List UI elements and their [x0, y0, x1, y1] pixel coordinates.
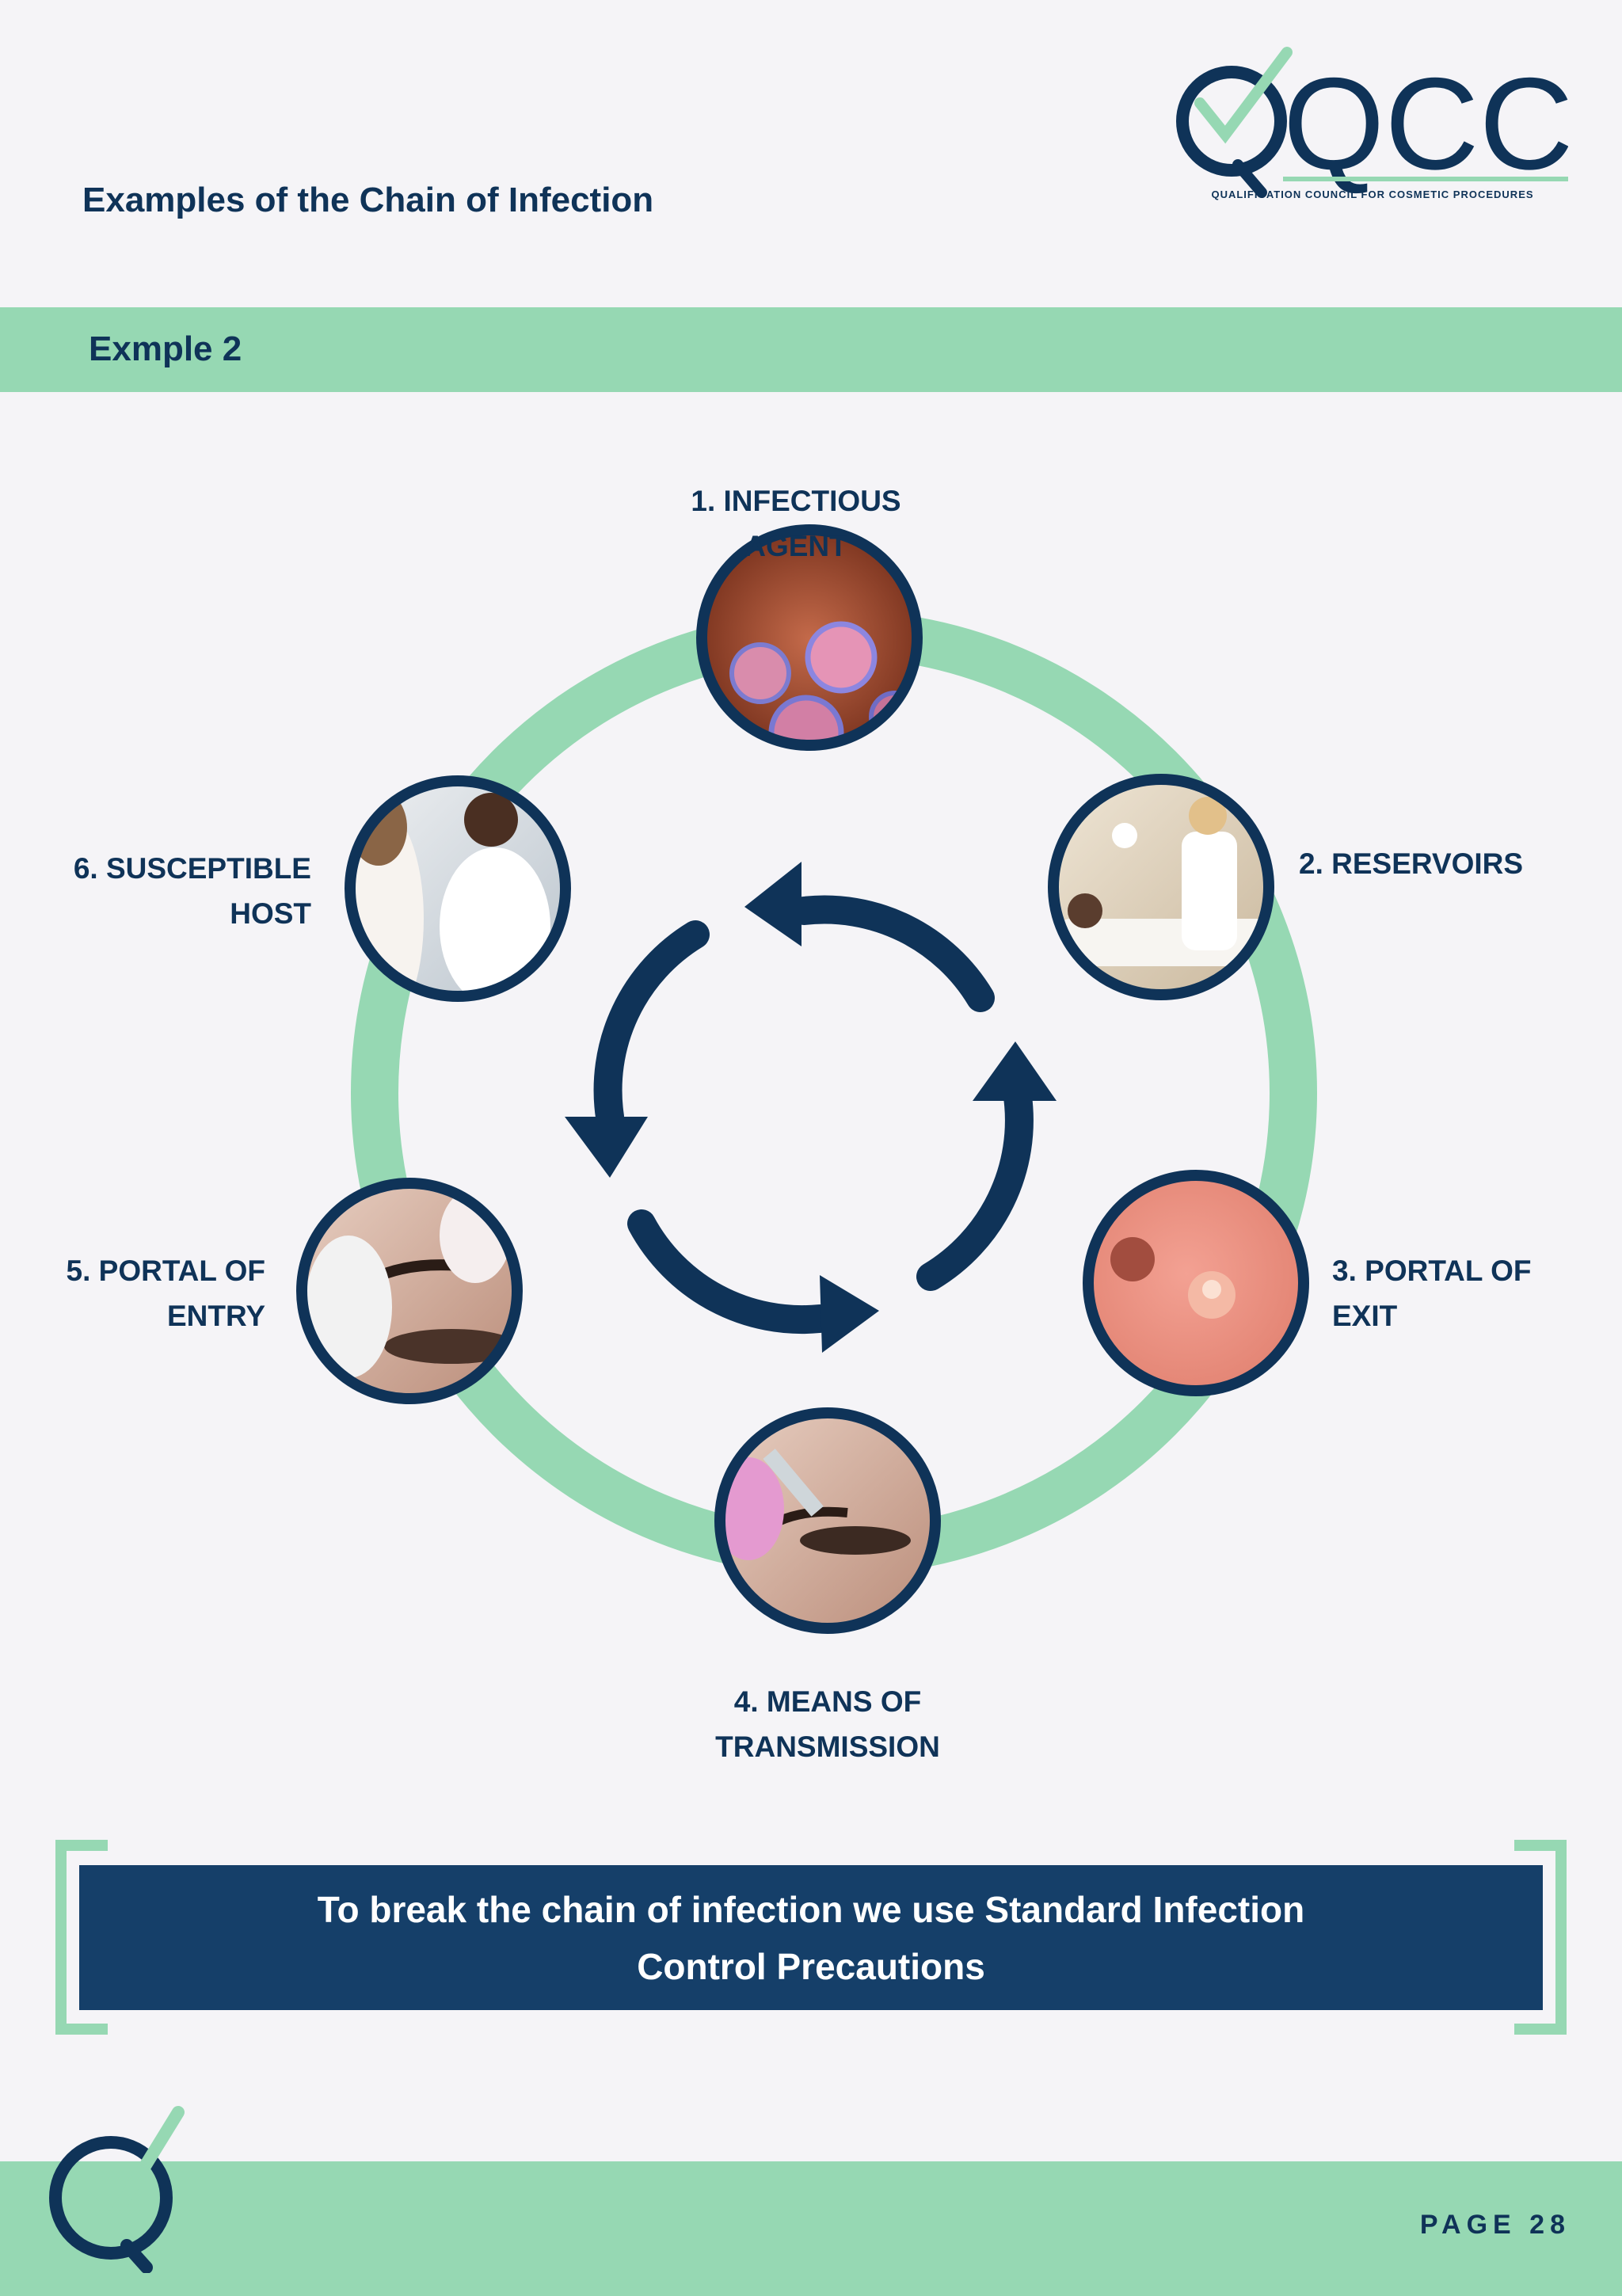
cycle-arrow-right	[916, 1083, 1034, 1291]
step-3-frame	[1083, 1170, 1309, 1396]
logo-text: QCCP	[1283, 51, 1568, 196]
callout-line-1: To break the chain of infection we use S…	[317, 1888, 1305, 1930]
section-label: Exmple 2	[89, 329, 242, 368]
cycle-arrow-left	[593, 920, 710, 1131]
page-number: PAGE 28	[1419, 2210, 1571, 2240]
arrowhead-left	[565, 1117, 648, 1178]
step-6-frame	[345, 775, 571, 1002]
cycle-arrow-top	[790, 895, 995, 1012]
step-2-frame	[1048, 774, 1274, 1000]
step-1-label: 1. INFECTIOUS AGENT	[691, 485, 901, 562]
arrowhead-bottom	[820, 1275, 879, 1353]
callout-line-2: Control Precautions	[637, 1945, 985, 1987]
arrowhead-top	[744, 862, 801, 946]
footer-band	[0, 2161, 1622, 2296]
step-4-label: 4. MEANS OF TRANSMISSION	[715, 1685, 940, 1763]
step-1-frame	[696, 524, 923, 751]
arrowhead-right	[973, 1041, 1057, 1101]
cycle-arrow-bottom	[627, 1209, 834, 1335]
step-3-label: 3. PORTAL OF EXIT	[1332, 1255, 1532, 1332]
step-4-frame	[714, 1407, 941, 1634]
step-5-label: 5. PORTAL OF ENTRY	[66, 1255, 265, 1332]
precautions-callout: To break the chain of infection we use S…	[79, 1865, 1543, 2010]
cycle-arrows	[593, 895, 1034, 1335]
step-5-image	[302, 1183, 517, 1399]
step-6-label: 6. SUSCEPTIBLE HOST	[73, 852, 311, 930]
step-2-image	[1053, 779, 1269, 995]
callout-bracket-left	[55, 1840, 108, 2035]
footer-q-logo-icon	[49, 2106, 185, 2273]
step-5-frame	[296, 1178, 523, 1404]
chain-of-infection-diagram	[296, 524, 1317, 1634]
section-band	[0, 307, 1622, 392]
page-title: Examples of the Chain of Infection	[82, 181, 654, 219]
step-3-image	[1088, 1175, 1304, 1391]
logo-tagline: QUALIFICATION COUNCIL FOR COSMETIC PROCE…	[1211, 188, 1534, 200]
callout-bracket-right	[1514, 1840, 1567, 2035]
qccp-logo: QCCP	[1176, 47, 1568, 198]
arrow-heads	[565, 862, 1057, 1353]
step-2-label: 2. RESERVOIRS	[1299, 847, 1524, 880]
